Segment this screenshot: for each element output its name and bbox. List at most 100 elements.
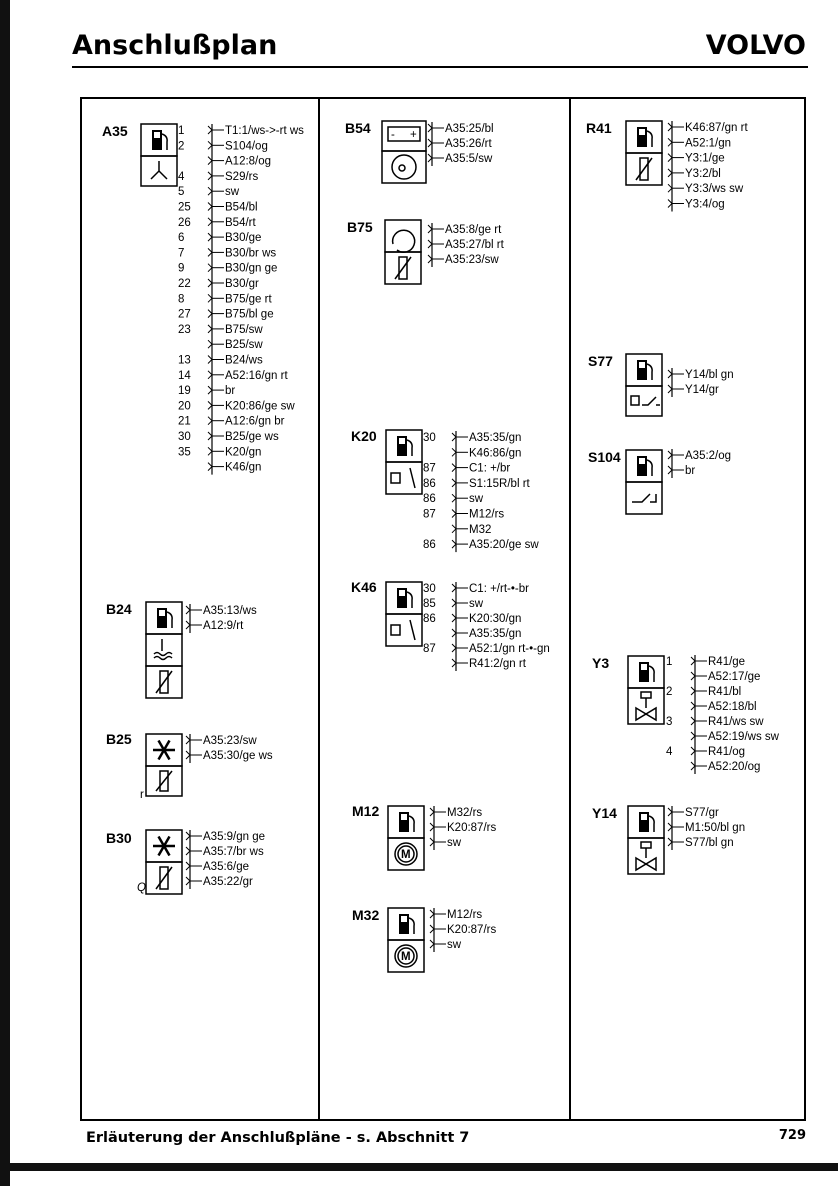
pin-number: 86 [423,478,436,490]
pin-number: 9 [178,263,184,275]
diagram-frame [80,97,806,1121]
pin-target: sw [469,598,484,610]
pin-target: K20:87/rs [447,924,496,936]
pin-target: K46:87/gn rt [685,122,748,134]
pin-target: A35:23/sw [445,254,499,266]
pump-icon [625,353,663,387]
column-divider-2 [569,97,571,1121]
pin-number: 87 [423,509,436,521]
component-label: B25 [106,731,132,747]
svg-text:+: + [410,129,417,141]
pin-number: 2 [666,686,672,698]
pin-target: A35:5/sw [445,153,493,165]
pin-target: T1:1/ws->-rt ws [225,125,304,137]
pin-target: sw [469,493,484,505]
pin-target: M32/rs [447,807,482,819]
pin-target: A35:2/og [685,450,731,462]
pump-icon [385,429,423,463]
pin-number: 6 [178,232,184,244]
pin-number: 22 [178,278,191,290]
component-label: B75 [347,219,373,235]
pin-number: 5 [178,186,184,198]
switch2-icon [625,481,663,515]
resistor-icon [384,251,422,285]
resistor-icon [145,765,183,797]
pin-target: B24/ws [225,355,263,367]
pin-target: br [685,465,695,477]
column-divider-1 [318,97,320,1121]
pin-target: A52:16/gn rt [225,370,288,382]
pin-number: 14 [178,370,191,382]
pin-target: A35:27/bl rt [445,239,505,251]
resistor-icon [145,665,183,699]
pin-target: A52:18/bl [708,701,757,713]
component-label: K20 [351,428,377,444]
battery-icon: -+ [381,120,427,152]
pin-list: K46:87/gn rtA52:1/gnY3:1/geY3:2/blY3:3/w… [667,121,748,212]
pin-list: A35:2/og br [667,449,731,478]
pin-target: K46/gn [225,462,261,474]
pin-target: S104/og [225,140,268,152]
pump-icon [387,805,425,839]
component-label: K46 [351,579,377,595]
pin-target: A35:35/gn [469,432,521,444]
pin-number: 3 [666,716,672,728]
pin-target: M1:50/bl gn [685,822,745,834]
pin-target: sw [447,939,462,951]
pin-number: 35 [178,446,191,458]
pin-number: 13 [178,355,191,367]
pin-target: C1: +/rt-•-br [469,583,529,595]
pin-number: 8 [178,293,184,305]
pin-target: Y3:2/bl [685,168,721,180]
pin-number: 4 [178,171,185,183]
pin-number: 87 [423,463,436,475]
pump-icon [145,601,183,635]
component-label: M12 [352,803,379,819]
pump-icon [625,449,663,483]
motor-icon: M [387,837,425,871]
pump-icon [625,120,663,154]
valve-icon [627,837,665,875]
pin-number: 2 [178,140,184,152]
page-binding-edge [0,0,10,1186]
header-rule [72,66,808,68]
pin-target: A35:25/bl [445,123,494,135]
pin-target: S77/gr [685,807,719,819]
pin-target: Y3:4/og [685,199,725,211]
relay-icon [385,461,423,495]
pin-target: K46:86/gn [469,447,521,459]
pin-target: A35:8/ge rt [445,224,502,236]
pin-number: 1 [666,656,672,668]
page-bottom-edge [0,1163,838,1171]
component-label: B30 [106,830,132,846]
pin-target: B54/bl [225,202,258,214]
pin-number: 86 [423,613,436,625]
svg-text:M: M [401,849,411,861]
pin-target: A52:1/gn [685,137,731,149]
pin-number: 20 [178,400,191,412]
component-label: M32 [352,907,379,923]
svg-text:M: M [401,951,411,963]
pin-target: M12/rs [469,509,504,521]
pin-target: A35:20/ge sw [469,539,539,551]
tacho-icon [384,219,422,253]
component-label: R41 [586,120,612,136]
resistor-icon [625,152,663,186]
pin-number: 85 [423,598,436,610]
pin-number: 30 [423,583,436,595]
pump-icon [140,123,178,157]
pin-target: B54/rt [225,217,256,229]
